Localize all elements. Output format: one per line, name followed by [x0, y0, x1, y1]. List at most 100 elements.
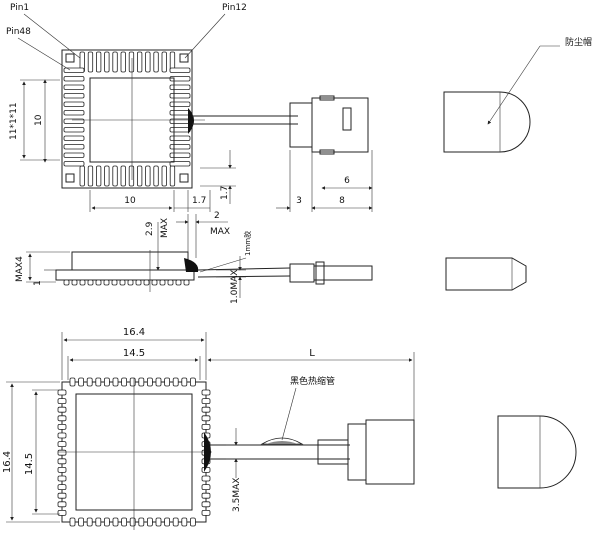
dim-gap-17-v: 1.7 [220, 186, 230, 200]
dim-bottom-10: 10 [124, 196, 136, 206]
dim-side-145: 14.5 [24, 453, 35, 475]
pin [63, 93, 85, 99]
top-connector-body [311, 97, 369, 153]
dim-bottom-164: 16.4 [123, 327, 145, 338]
pin [103, 279, 110, 286]
pin12-label: Pin12 [222, 3, 247, 13]
pin [95, 279, 102, 286]
dim-side-1: 1 [33, 280, 43, 286]
pin [63, 144, 85, 150]
bottom-view: 黑色热缩管 16.4 14.5 L 16.4 14.5 3.5MAX [2, 327, 415, 530]
pin [169, 161, 191, 167]
top-pins-right-col [169, 67, 191, 167]
dim-fiber-6: 6 [344, 176, 350, 186]
pin [111, 279, 118, 286]
pin [153, 51, 159, 73]
pin [63, 76, 85, 82]
pin [175, 279, 182, 286]
pin [57, 423, 67, 430]
pin [172, 377, 179, 387]
pin [169, 101, 191, 107]
pin [63, 135, 85, 141]
pin [201, 492, 211, 499]
pin [63, 152, 85, 158]
pin [189, 377, 196, 387]
pin [63, 127, 85, 133]
pin [169, 76, 191, 82]
pin [201, 406, 211, 413]
pin [169, 135, 191, 141]
pin [78, 517, 84, 527]
pin [181, 517, 188, 527]
dim-29: 2.9 [145, 221, 155, 236]
pin [104, 51, 110, 73]
pin [169, 118, 191, 124]
top-pins-bottom-row [79, 165, 176, 187]
pin [128, 165, 135, 187]
pin48-label: Pin48 [6, 27, 31, 37]
pin [104, 517, 110, 527]
pin [181, 377, 188, 387]
pin [57, 509, 67, 516]
pin [112, 165, 118, 187]
pin [95, 517, 102, 527]
sleeve-label: 黑色热缩管 [290, 375, 335, 387]
pin [138, 377, 145, 387]
top-pins-top-row [79, 51, 176, 73]
side-small-note: 1mm胶 [243, 231, 252, 256]
pin [112, 377, 119, 387]
pin [87, 279, 94, 286]
dust-cap-top: 防尘帽 [443, 36, 592, 153]
pin [96, 165, 102, 187]
pin [143, 279, 150, 286]
dim-max4: MAX4 [15, 256, 25, 282]
pin [63, 110, 85, 116]
pin [159, 279, 166, 286]
pin [145, 165, 151, 187]
pin [79, 279, 86, 286]
dust-cap-label: 防尘帽 [565, 36, 592, 48]
pin [121, 517, 127, 527]
pin [57, 458, 67, 465]
pin [167, 279, 174, 286]
side-view: MAX4 1 2.9 MAX 2 MAX 1mm胶 1.0MAX [15, 211, 373, 304]
pin [169, 93, 191, 99]
pin [57, 389, 67, 396]
pin [112, 51, 118, 73]
pin [87, 165, 94, 187]
dim-29-max: MAX [160, 218, 170, 238]
pin [169, 152, 191, 158]
pin [172, 517, 179, 527]
pin [57, 475, 67, 482]
pin [155, 377, 162, 387]
pin [112, 517, 119, 527]
pin [138, 517, 145, 527]
pin [151, 279, 158, 286]
dim-2-max: MAX [210, 227, 230, 237]
dim-35max: 3.5MAX [232, 478, 242, 512]
pin [201, 398, 211, 405]
top-connector-ferrule [289, 102, 313, 148]
dust-cap-bottom [497, 415, 577, 489]
pin1-label: Pin1 [10, 3, 29, 13]
pin [78, 377, 84, 387]
pin [120, 51, 126, 73]
pin [57, 406, 67, 413]
pin [164, 517, 171, 527]
dust-cap-side [445, 257, 527, 291]
pin [146, 377, 153, 387]
pin [95, 377, 102, 387]
pin [161, 165, 167, 187]
pin [155, 517, 162, 527]
pin [63, 67, 85, 73]
pin [57, 398, 67, 405]
dim-length-L: L [309, 348, 315, 359]
pin [63, 161, 85, 167]
pin [120, 165, 126, 187]
pin [69, 377, 76, 387]
pin [57, 441, 67, 448]
dim-bottom-145: 14.5 [123, 348, 145, 359]
pin [201, 501, 211, 508]
pin [79, 165, 85, 187]
pin [96, 51, 102, 73]
